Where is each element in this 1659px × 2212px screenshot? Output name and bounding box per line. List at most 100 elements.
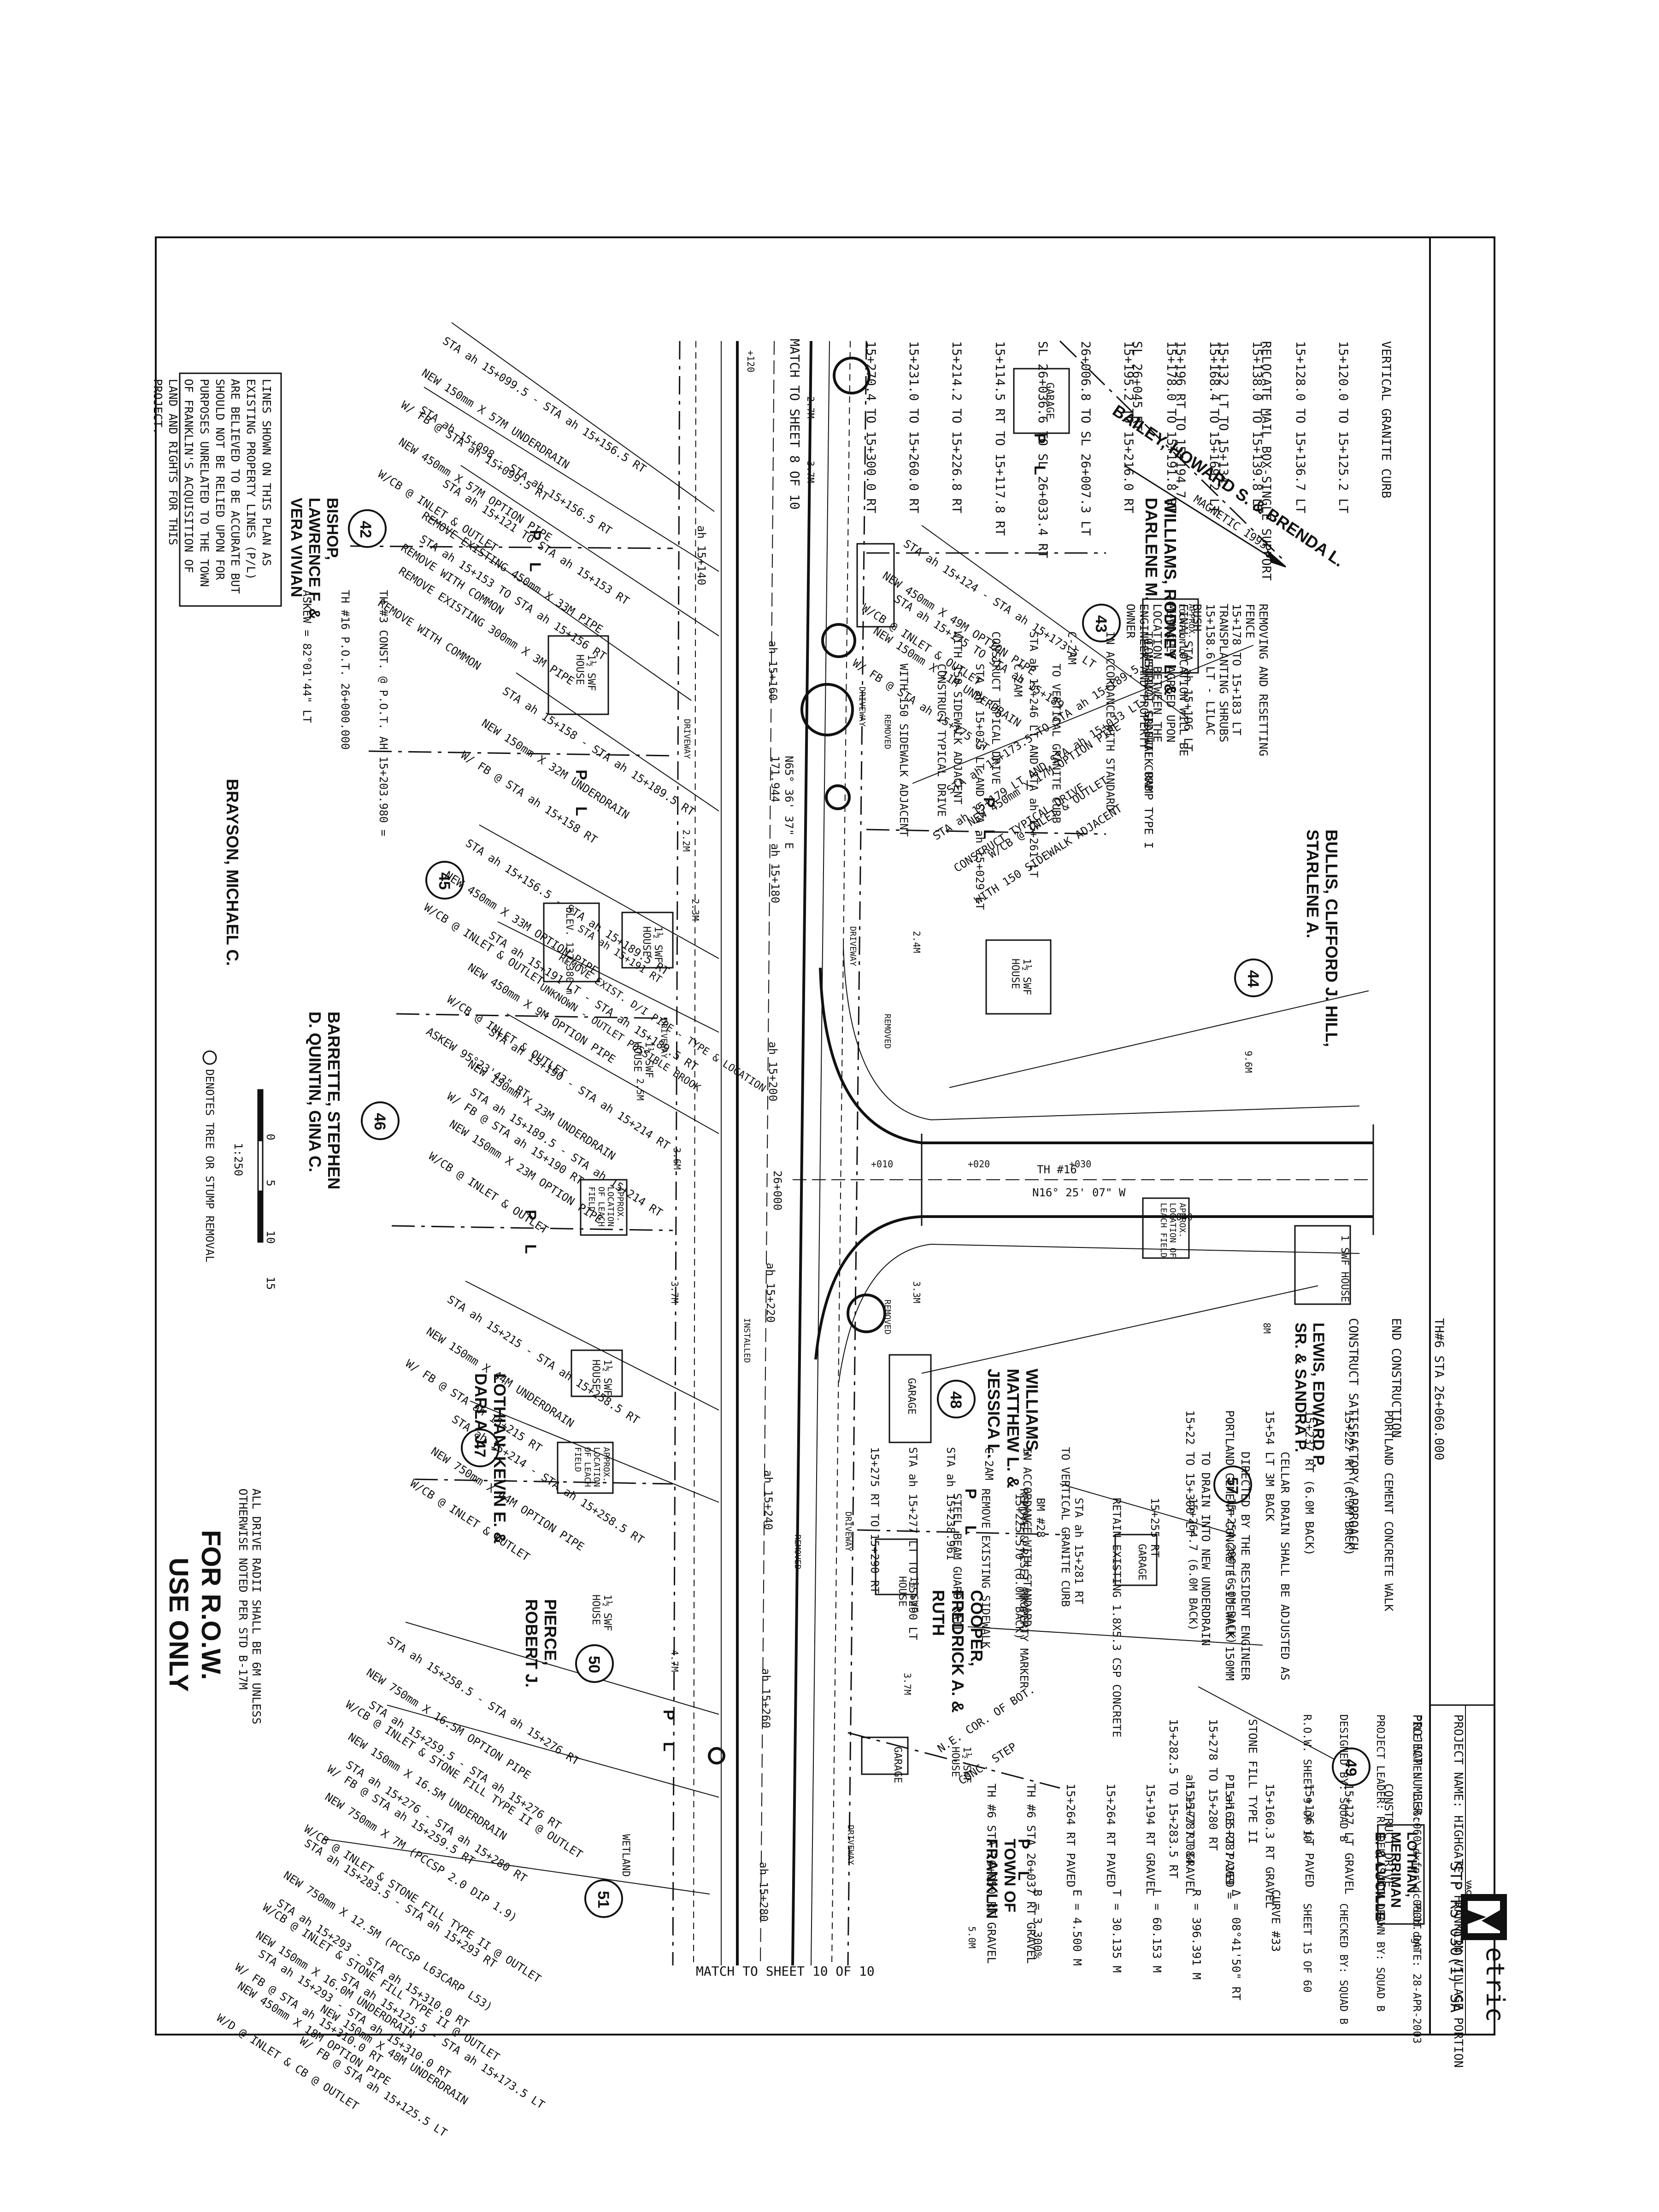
station-280: ah 15+280 <box>757 1862 770 1922</box>
curb-row: 15+270.4 TO 15+300.0 RT <box>864 341 878 513</box>
logo-text: etric <box>1481 1947 1510 2022</box>
owner-44-name: BULLIS, CLIFFORD J. HILL, STARLENE A. <box>1303 830 1341 1047</box>
l-marker: L <box>526 562 544 572</box>
curb-row: 15+214.2 TO 15+226.8 RT <box>949 341 964 513</box>
callout-line: ASKEW = 82°01'44" LT <box>300 590 314 723</box>
dim-2.5m: 2.5M <box>635 1078 646 1101</box>
driveway-label: DRIVEWAY <box>848 926 858 966</box>
removed-label: REMOVED <box>882 1300 892 1335</box>
bearing-main: N65° 36' 37" E <box>782 756 795 849</box>
p-marker: P <box>522 1210 539 1220</box>
owner-50-num: 50 <box>585 1656 603 1673</box>
scale-tick-5: 5 <box>264 1180 277 1187</box>
l-marker: L <box>980 830 998 839</box>
driveway-label: DRIVEWAY <box>659 1018 669 1059</box>
dim-3m: 8M <box>1261 1323 1272 1334</box>
garage-label: GARAGE <box>892 1747 903 1783</box>
drive-radii-note: ALL DRIVE RADII SHALL BE 6M UNLESS OTHER… <box>236 1488 263 1724</box>
l-marker: L <box>522 1244 539 1254</box>
project-code: STP RS 030(1) SA <box>1447 1862 1465 2013</box>
leach-field-label: APPROX. LOCATION OF LEACH FIELD <box>572 1447 611 1487</box>
dim-8m: 9.6M <box>1243 1051 1254 1073</box>
scale-tick-15: 15 <box>264 1277 277 1290</box>
station-plus030: +030 <box>1069 1159 1092 1170</box>
dim-9.6m: 5.0M <box>966 1926 977 1949</box>
driveway-label: DRIVEWAY <box>682 719 692 759</box>
walk-line: PORTLAND CEMENT CONCRETE WALK <box>1382 1410 1396 1612</box>
house-label: 1½ SWF HOUSE <box>949 1747 972 1783</box>
callout-line: ELEV. 137.380 m <box>564 907 575 994</box>
p-marker: P <box>980 797 998 808</box>
installed-label: INSTALLED <box>742 1318 752 1363</box>
callout-line: TH #16 P.O.T. 26+000.000 <box>339 590 352 750</box>
dim-3.3m: 3.3M <box>911 1281 922 1304</box>
benchmark-text: ELEV. 137.380 m <box>486 907 597 994</box>
leach-field-label: APPROX. LOCATION OF LEACH FIELD <box>1167 604 1196 659</box>
vaot-logo <box>1461 1894 1507 1940</box>
note-box-frame <box>179 372 282 607</box>
curve-row: E = 4.500 M <box>1071 1889 1084 1966</box>
tree-removal-markers <box>202 357 886 1765</box>
owner-45-name: BRAYSON, MICHAEL C. <box>223 779 242 966</box>
title-block-frame <box>1429 1704 1495 2036</box>
station-plus040: +040 <box>1171 1212 1193 1223</box>
wetland-label: WETLAND <box>620 1834 631 1877</box>
curb-row: SL 26+036.6 TO SL 26+033.4 RT <box>1035 341 1050 559</box>
leach-field-label: APPROX. LOCATION OF LEACH FIELD <box>1158 1203 1187 1258</box>
garage-label: GARAGE <box>1044 382 1055 419</box>
callout-line: 15+275 RT TO 15+290 RT <box>868 1447 881 1594</box>
p-marker: P <box>526 530 544 541</box>
callout-line: STA ah 15+246 LT AND STA ah 15+261 LT <box>1027 631 1041 878</box>
walk-line: 15+227 RT (6.0M BACK) <box>1342 1410 1356 1556</box>
callout-line: WITH 150 SIDEWALK ADJACENT <box>951 631 964 805</box>
callout-leaders <box>322 322 1369 1894</box>
callout-line: CONSTRUCT TYPICAL DRIVE <box>989 631 1002 785</box>
side-road-th16 <box>793 944 1374 1383</box>
house-label: 1½ SWF HOUSE <box>589 1359 613 1396</box>
title-block-details-right: PLOT DATE: 28-APR-2003 DRAWN BY: SQUAD B… <box>1288 1903 1447 2044</box>
scale-bar <box>257 1089 264 1243</box>
curb-row: 15+114.5 RT TO 15+117.8 RT <box>992 341 1007 536</box>
station-220: ah 15+220 <box>764 1263 777 1323</box>
callout-line: 15+255 RT <box>1148 1498 1162 1558</box>
distance-main: 171.944 <box>769 756 782 803</box>
tree-legend-text: DENOTES TREE OR STUMP REMOVAL <box>203 1069 216 1263</box>
p-marker: P <box>1015 1839 1032 1849</box>
station-plus010: +010 <box>871 1159 894 1170</box>
dim-3.7m: 3.7M <box>902 1673 913 1695</box>
property-line-note: LINES SHOWN ON THIS PLAN AS EXISTING PRO… <box>151 379 273 594</box>
dim-2.4m: 2.4M <box>911 931 922 953</box>
house-label: 1½ SWF HOUSE <box>640 926 664 963</box>
scale-label: 1:250 <box>232 1143 245 1177</box>
callout-line: IN ACCORDANCE WITH STANDARD <box>1104 631 1117 812</box>
curve-row: L = 60.153 M <box>1150 1889 1164 1973</box>
p-marker: P <box>660 1710 677 1720</box>
pi-line: PI ah 15+287.269 = <box>1223 1774 1237 1899</box>
curve-row: T = 30.135 M <box>1110 1889 1124 1973</box>
sheet-number: SHEET 15 OF 60 <box>1301 1903 1313 1993</box>
dim-4.7m: 4.7M <box>669 1650 680 1672</box>
p-marker: P <box>1031 433 1048 444</box>
sheet-border <box>155 236 1495 2036</box>
curve-title: CURVE #33 <box>1269 1889 1283 1952</box>
pi-line: ah 15+287.084 <box>1183 1774 1197 1865</box>
driveway-label: DRIVEWAY <box>857 687 867 727</box>
dim-3.7m: 3.7M <box>805 461 816 483</box>
l-marker: L <box>1031 465 1048 475</box>
curb-row: 26+006.8 TO SL 26+007.3 LT <box>1078 341 1093 536</box>
l-marker: L <box>572 806 590 816</box>
bearing-side: N16° 25' 07" W <box>1032 1186 1126 1199</box>
house-label: 1½ SWF HOUSE <box>896 1576 919 1613</box>
end-line: TH#6 STA 26+060.000 <box>1431 1318 1446 1460</box>
callout-line: WITH 150 SIDEWALK ADJACENT <box>897 664 910 837</box>
garage-label: GARAGE <box>1136 1544 1147 1581</box>
station-plus020: +020 <box>968 1159 990 1170</box>
match-line-bottom: MATCH TO SHEET 10 OF 10 <box>696 1964 875 1979</box>
curve-row: Δ = 08°41'50" RT <box>1230 1889 1243 2000</box>
house-label: 1½ SWF HOUSE <box>1009 959 1032 995</box>
removed-label: REMOVED <box>882 1014 892 1049</box>
l-marker: L <box>962 1525 979 1535</box>
lothian-box-frame <box>1377 1824 1425 1925</box>
pi-note: PI ah 15+287.269 = ah 15+287.084 <box>1170 1774 1263 1899</box>
